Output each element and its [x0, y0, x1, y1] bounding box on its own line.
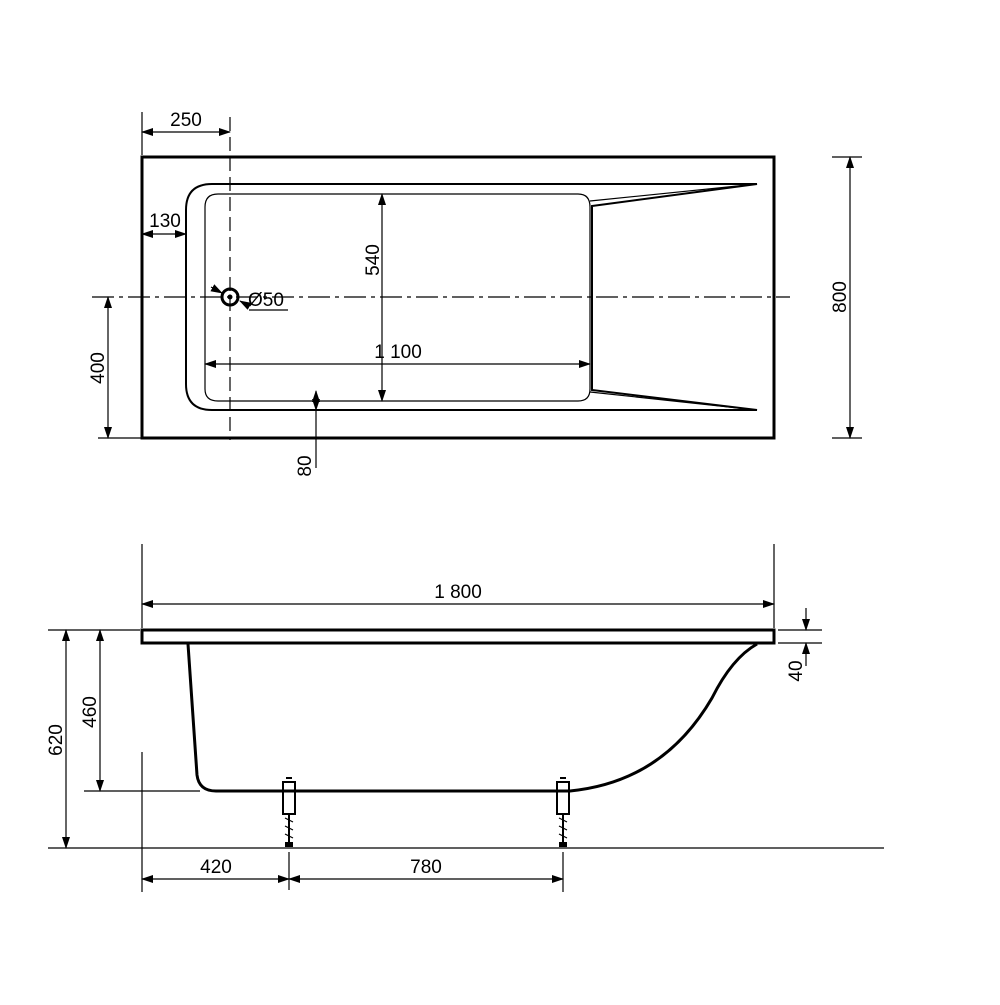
dim-80: 80: [295, 455, 316, 476]
dim-460: 460: [80, 696, 101, 728]
tub-rim-side: [140, 628, 776, 645]
leg-left: [282, 777, 296, 847]
dim-130: 130: [149, 211, 181, 232]
top-view: Ø50 250 130 540 1 100 400 80 800: [88, 110, 862, 477]
basin-outline-inner: [204, 193, 591, 402]
dim-420: 420: [200, 857, 232, 878]
drain-center: [227, 294, 233, 300]
side-view: 1 800 40 460 620 420 780: [46, 544, 884, 892]
basin-outline-outer: [185, 183, 758, 411]
dim-40: 40: [786, 660, 807, 681]
dim-1100: 1 100: [374, 342, 422, 363]
dim-400: 400: [88, 352, 109, 384]
basin-slope-bottom: [589, 391, 758, 411]
leg-right: [556, 777, 570, 847]
dim-800: 800: [830, 281, 851, 313]
drain-icon: [220, 287, 240, 307]
tub-body-side: [186, 642, 758, 793]
dim-drain-diameter: Ø50: [248, 290, 284, 311]
dim-1800: 1 800: [434, 582, 482, 603]
basin-slope-top: [589, 183, 758, 202]
dim-540: 540: [363, 244, 384, 276]
dim-780: 780: [410, 857, 442, 878]
dim-620: 620: [46, 724, 67, 756]
dim-250: 250: [170, 110, 202, 131]
